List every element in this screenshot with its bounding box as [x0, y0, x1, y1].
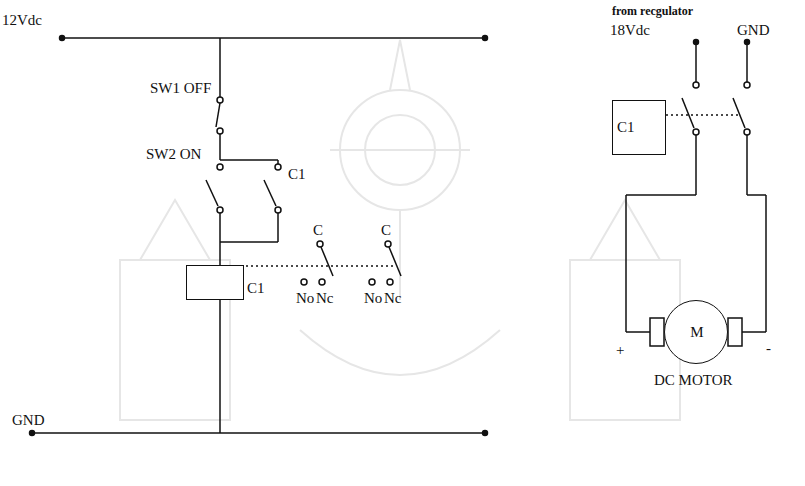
switch-label: SW2 ON	[146, 146, 201, 163]
supply-voltage: 18Vdc	[610, 22, 650, 39]
ground-label: GND	[12, 412, 45, 429]
source-note: from recgulator	[612, 4, 693, 18]
contact-pin: Nc	[316, 290, 334, 307]
rail-voltage: 12Vdc	[2, 12, 42, 29]
polarity-mark: +	[616, 342, 624, 359]
contact-pin: No	[296, 290, 314, 307]
coil-label: C1	[247, 280, 265, 297]
motor-label: DC MOTOR	[654, 372, 733, 389]
contact-pin: Nc	[384, 290, 402, 307]
motor-letter: M	[690, 324, 703, 341]
switch-label: SW1 OFF	[150, 80, 211, 97]
ground-label: GND	[737, 22, 770, 39]
contact-common: C	[313, 222, 323, 239]
contact-common: C	[381, 222, 391, 239]
relay-coil: C1	[186, 265, 244, 300]
coil-label: C1	[617, 119, 635, 136]
watermark	[120, 40, 680, 420]
polarity-mark: -	[766, 340, 771, 357]
motor-symbol: M	[664, 300, 728, 364]
contact-pin: No	[364, 290, 382, 307]
contact-label: C1	[288, 166, 306, 183]
relay-coil: C1	[612, 100, 666, 155]
